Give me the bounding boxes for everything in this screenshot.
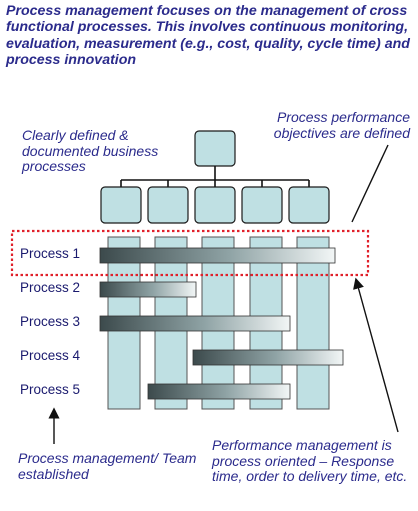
process-bar-3 [99, 315, 291, 332]
note-performance-objectives: Process performance objectives are defin… [273, 109, 410, 141]
process-bar-1 [99, 247, 336, 264]
process-label-2: Process 2 [20, 280, 81, 295]
process-oriented-arrow [353, 277, 399, 433]
org-child-box-3 [194, 186, 236, 224]
process-bar-4 [192, 349, 344, 366]
process-label-3: Process 3 [20, 314, 81, 329]
org-top-box [194, 130, 236, 167]
note-team-established: Process management/ Team established [18, 450, 197, 482]
org-child-box-2 [147, 186, 189, 224]
process-label-4: Process 4 [20, 348, 81, 363]
org-child-box-5 [288, 186, 330, 224]
note-process-oriented: Performance management is process orient… [212, 437, 408, 484]
process-label-1: Process 1 [20, 246, 81, 261]
function-column-5 [296, 236, 330, 410]
process-bar-2 [99, 281, 197, 298]
org-child-box-1 [100, 186, 142, 224]
process-bar-5 [147, 383, 291, 400]
org-child-box-4 [241, 186, 283, 224]
heading: Process management focuses on the manage… [6, 3, 410, 69]
objectives-pointer-line [351, 144, 389, 223]
note-business-processes: Clearly defined & documented business pr… [22, 127, 159, 174]
process-label-5: Process 5 [20, 382, 81, 397]
